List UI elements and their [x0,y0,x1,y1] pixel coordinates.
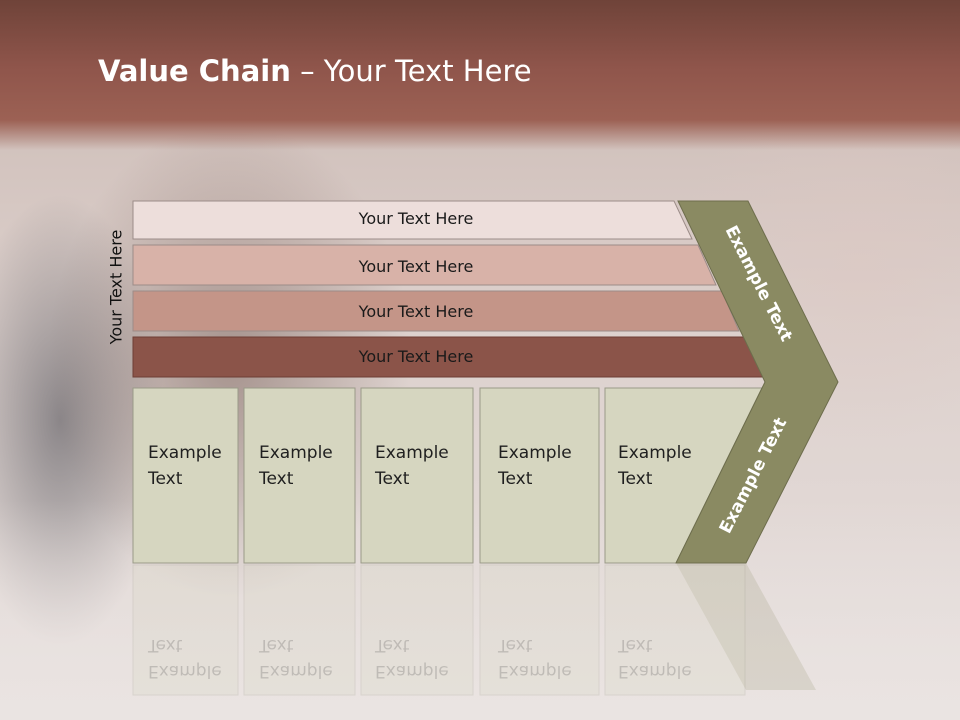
slide-title: Value Chain – Your Text Here [98,54,532,94]
column-5-line-2: Text [618,469,653,489]
margin-chevron[interactable] [675,200,839,564]
column-1-text: Example Text [148,440,222,492]
column-4-reflection-text: Example Text [498,635,572,681]
activity-column-2[interactable] [243,387,356,564]
support-bar-4-label: Your Text Here [358,347,474,366]
support-bar-3-label: Your Text Here [358,302,474,321]
column-1-line-1: Example [148,443,222,463]
title-band [0,0,960,150]
column-2-line-2: Text [259,469,294,489]
support-bar-2[interactable] [132,244,717,286]
column-4-line-1: Example [498,443,572,463]
column-1-reflection-text: Example Text [148,635,222,681]
column-5-line-1: Example [618,443,692,463]
chevron-reflection [676,563,816,690]
column-3-line-1: Example [375,443,449,463]
column-5-reflection-text: Example Text [618,635,692,681]
column-3-text: Example Text [375,440,449,492]
support-bar-1[interactable] [132,200,693,240]
slide-title-rest: – Your Text Here [290,54,532,88]
support-bar-2-label: Your Text Here [358,257,474,276]
column-2-text: Example Text [259,440,333,492]
activity-column-4[interactable] [479,387,600,564]
column-3-reflection-text: Example Text [375,635,449,681]
activity-column-1[interactable] [132,387,239,564]
columns-reflection [132,564,746,696]
column-4-text: Example Text [498,440,572,492]
activity-column-3[interactable] [360,387,474,564]
column-2-line-1: Example [259,443,333,463]
column-2-reflection-text: Example Text [259,635,333,681]
column-4-line-2: Text [498,469,533,489]
column-3-line-2: Text [375,469,410,489]
column-1-line-2: Text [148,469,183,489]
support-bar-3[interactable] [132,290,740,332]
support-bar-1-label: Your Text Here [358,209,474,228]
slide-title-bold: Value Chain [98,54,291,88]
column-5-text: Example Text [618,440,692,492]
